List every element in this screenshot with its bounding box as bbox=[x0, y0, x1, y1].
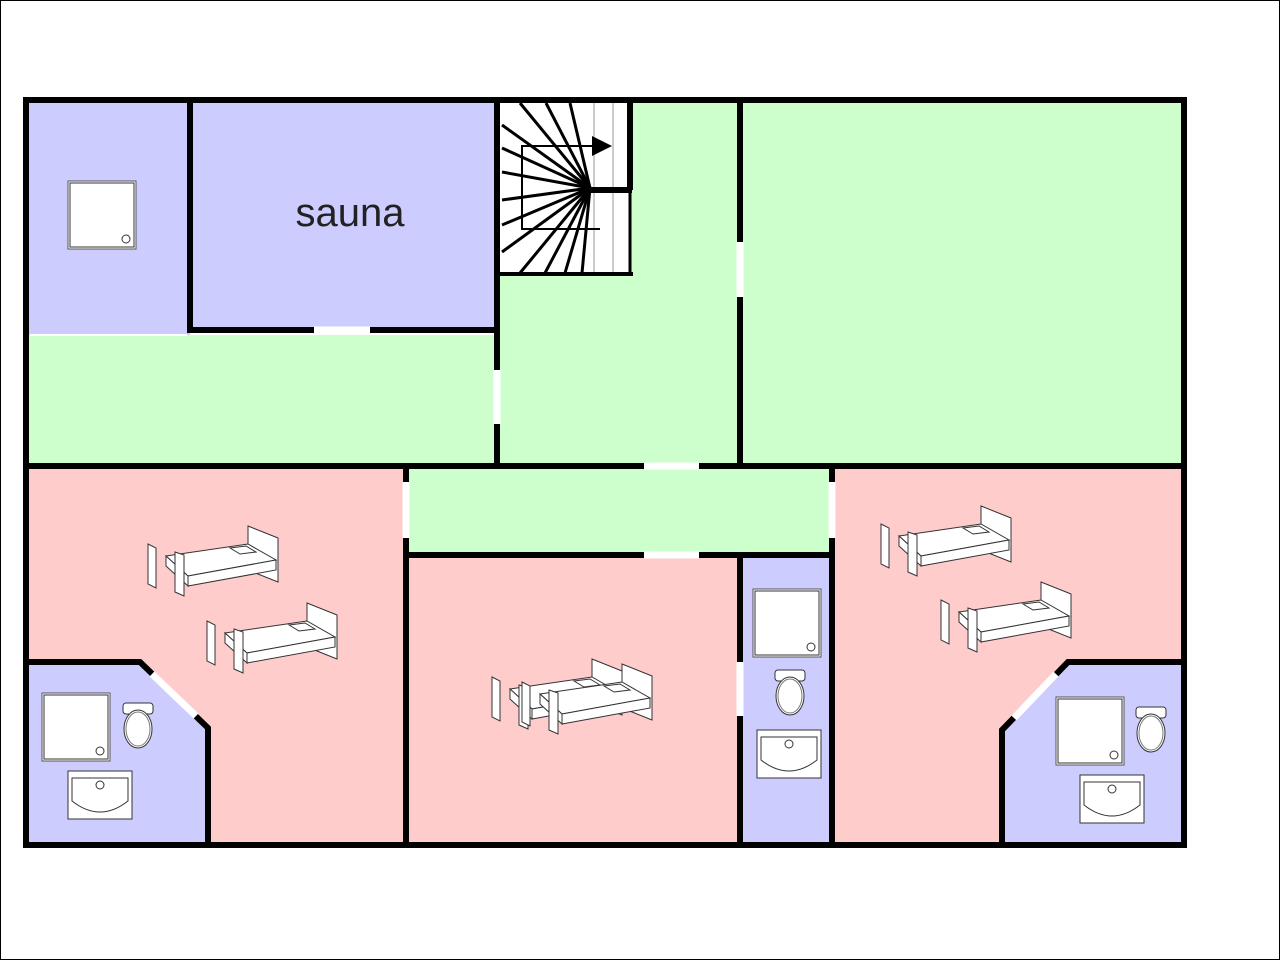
staircase bbox=[497, 100, 633, 276]
toilet-icon bbox=[1135, 706, 1167, 753]
sink-icon bbox=[1079, 774, 1145, 824]
shower-icon bbox=[41, 692, 111, 762]
sink-icon bbox=[67, 770, 133, 820]
shower-icon bbox=[1055, 696, 1125, 766]
toilet-icon bbox=[122, 702, 154, 749]
sauna-label: sauna bbox=[296, 191, 406, 235]
stair-arrow-icon bbox=[592, 136, 612, 156]
shower-icon bbox=[752, 588, 822, 658]
door-bathroom-right[interactable] bbox=[1011, 671, 1059, 721]
toilet-icon bbox=[774, 669, 806, 716]
sink-icon bbox=[756, 729, 822, 779]
hall-middle bbox=[406, 466, 832, 555]
living-room bbox=[740, 100, 1184, 466]
door-bathroom-left[interactable] bbox=[149, 671, 199, 719]
doors bbox=[149, 242, 1059, 721]
shower-icon bbox=[67, 180, 137, 250]
sauna-room bbox=[190, 100, 495, 330]
hall-left bbox=[26, 335, 497, 466]
